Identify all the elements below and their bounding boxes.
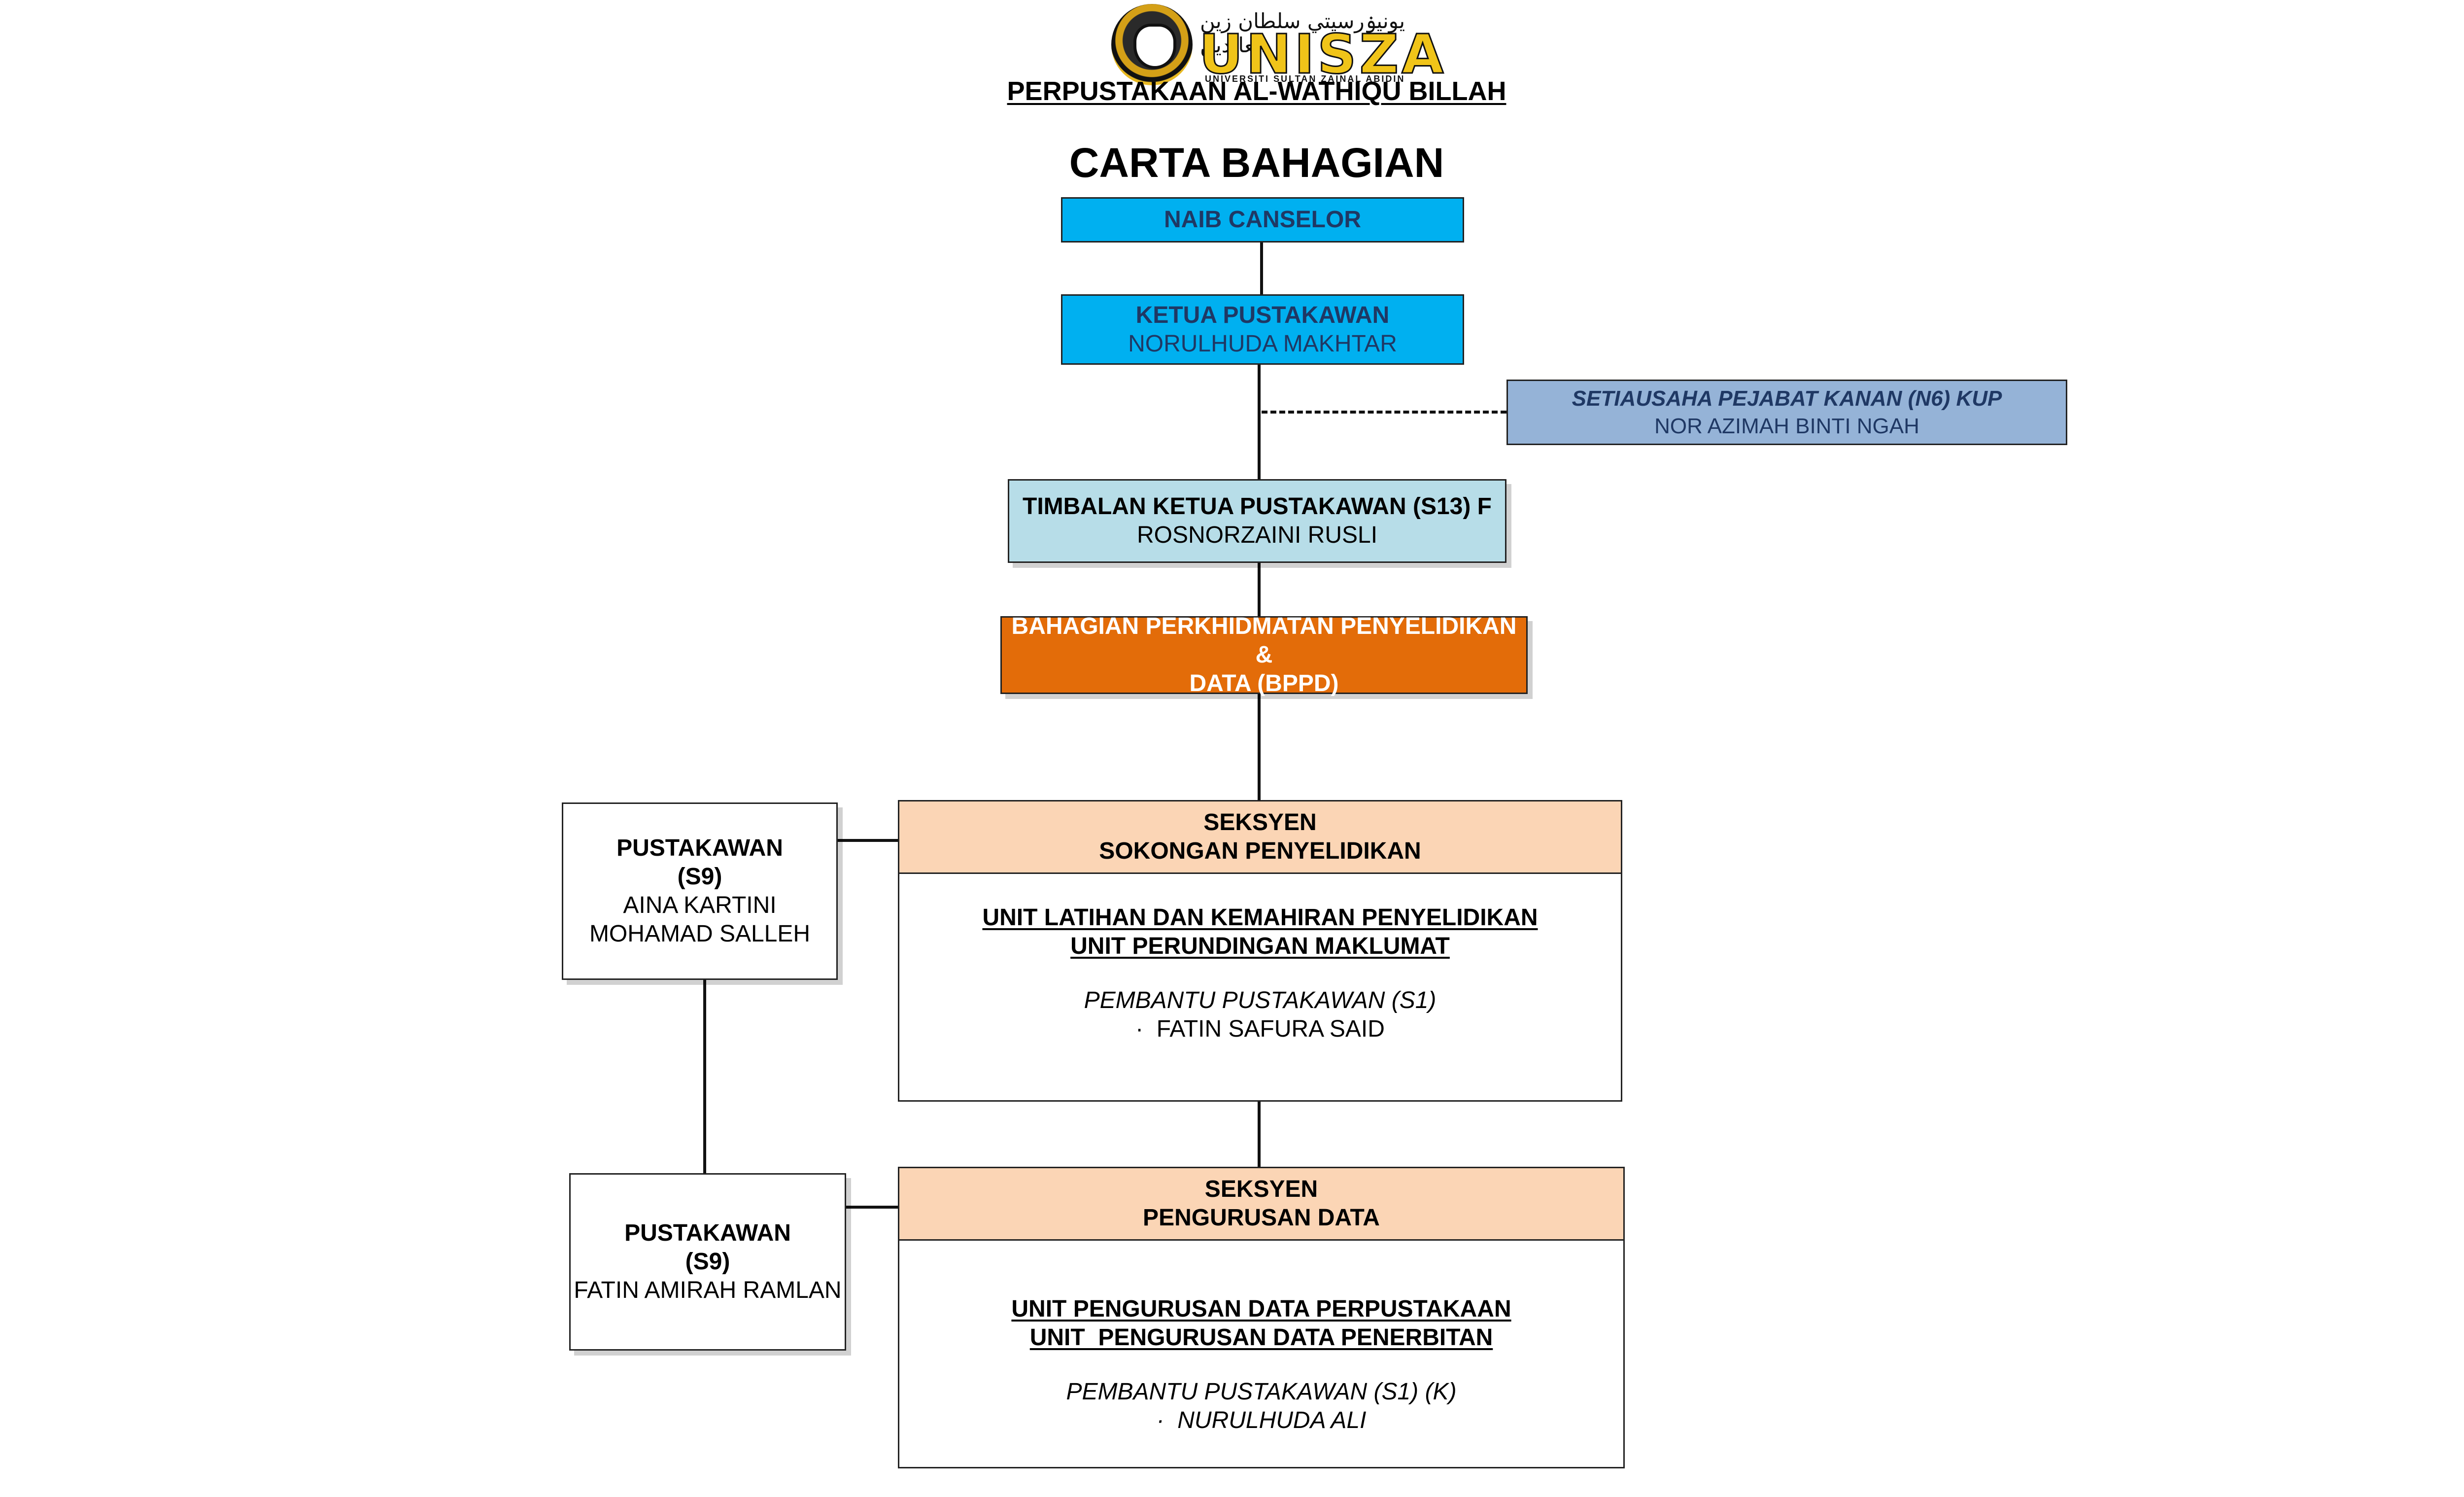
connector-timbalan-bahagian: [1258, 563, 1261, 616]
bahagian-line2: DATA (BPPD): [1189, 670, 1339, 696]
node-ketua-pustakawan: KETUA PUSTAKAWAN NORULHUDA MAKHTAR: [1061, 294, 1464, 365]
node-bahagian-bppd: BAHAGIAN PERKHIDMATAN PENYELIDIKAN & DAT…: [1000, 613, 1528, 696]
connector-pustakawan2-seksyen2: [846, 1206, 898, 1209]
ketua-role: KETUA PUSTAKAWAN: [1135, 302, 1390, 328]
section1-header: SEKSYEN SOKONGAN PENYELIDIKAN: [899, 801, 1621, 874]
section1-unit-1: UNIT LATIHAN DAN KEMAHIRAN PENYELIDIKAN: [982, 905, 1538, 931]
pustakawan1-role: PUSTAKAWAN: [616, 835, 783, 861]
connector-seksyen1-seksyen2: [1258, 1102, 1261, 1167]
section1-staff: · FATIN SAFURA SAID: [899, 1015, 1621, 1044]
bahagian-line1: BAHAGIAN PERKHIDMATAN PENYELIDIKAN &: [1011, 613, 1517, 668]
connector-ketua-timbalan: [1258, 365, 1261, 479]
node-pustakawan-1: PUSTAKAWAN (S9) AINA KARTINI MOHAMAD SAL…: [562, 802, 838, 980]
unisza-logo: يونيۏرسيتي سلطان زين العابدين UNISZA UNI…: [1111, 0, 1444, 89]
section-sokongan-penyelidikan: SEKSYEN SOKONGAN PENYELIDIKAN UNIT LATIH…: [898, 800, 1622, 1102]
node-naib-canselor: NAIB CANSELOR: [1061, 197, 1464, 243]
section1-unit-2: UNIT PERUNDINGAN MAKLUMAT: [1070, 933, 1450, 959]
connector-pustakawan1-seksyen1: [838, 839, 898, 842]
section2-staff-name: NURULHUDA ALI: [1177, 1407, 1367, 1433]
connector-pustakawan1-pustakawan2: [703, 980, 706, 1173]
page-title: CARTA BAHAGIAN: [1069, 139, 1444, 186]
node-timbalan-ketua: TIMBALAN KETUA PUSTAKAWAN (S13) F ROSNOR…: [1008, 479, 1506, 563]
library-name: PERPUSTAKAAN AL-WATHIQU BILLAH: [1007, 76, 1506, 106]
section2-title1: SEKSYEN: [1204, 1176, 1318, 1202]
bullet-icon: ·: [1156, 1407, 1164, 1433]
section2-staff: · NURULHUDA ALI: [899, 1406, 1623, 1435]
pustakawan2-role: PUSTAKAWAN: [624, 1220, 791, 1246]
section1-title2: SOKONGAN PENYELIDIKAN: [1099, 838, 1421, 864]
pustakawan2-name: FATIN AMIRAH RAMLAN: [574, 1277, 842, 1303]
section2-header: SEKSYEN PENGURUSAN DATA: [899, 1168, 1623, 1241]
section-pengurusan-data: SEKSYEN PENGURUSAN DATA UNIT PENGURUSAN …: [898, 1167, 1625, 1468]
pustakawan1-grade: (S9): [677, 864, 722, 890]
connector-vc-ketua: [1260, 243, 1263, 294]
connector-dashed-setiausaha: [1262, 411, 1506, 414]
logo-jawi-text: يونيۏرسيتي سلطان زين العابدين: [1200, 9, 1405, 57]
section1-staff-role: PEMBANTU PUSTAKAWAN (S1): [1084, 987, 1437, 1013]
node-pustakawan-2: PUSTAKAWAN (S9) FATIN AMIRAH RAMLAN: [569, 1173, 846, 1351]
section2-unit-2: UNIT PENGURUSAN DATA PENERBITAN: [1029, 1324, 1493, 1351]
node-setiausaha: SETIAUSAHA PEJABAT KANAN (N6) KUP NOR AZ…: [1506, 380, 2067, 445]
pustakawan1-name2: MOHAMAD SALLEH: [589, 921, 811, 947]
timbalan-role: TIMBALAN KETUA PUSTAKAWAN (S13) F: [1023, 493, 1492, 520]
pustakawan2-grade: (S9): [685, 1249, 730, 1275]
ketua-name: NORULHUDA MAKHTAR: [1128, 330, 1397, 357]
connector-bahagian-seksyen1: [1258, 694, 1261, 800]
section2-staff-role: PEMBANTU PUSTAKAWAN (S1) (K): [1066, 1379, 1457, 1405]
section2-unit-1: UNIT PENGURUSAN DATA PERPUSTAKAAN: [1011, 1296, 1511, 1322]
section2-title2: PENGURUSAN DATA: [1143, 1205, 1380, 1231]
pustakawan1-name1: AINA KARTINI: [623, 892, 777, 918]
section1-body: UNIT LATIHAN DAN KEMAHIRAN PENYELIDIKAN …: [899, 874, 1621, 1044]
university-crest-icon: [1111, 4, 1193, 85]
setiausaha-role: SETIAUSAHA PEJABAT KANAN (N6) KUP: [1572, 386, 2002, 411]
setiausaha-name: NOR AZIMAH BINTI NGAH: [1654, 414, 1919, 438]
logo-wordmark: UNISZA: [1198, 23, 1447, 86]
section2-body: UNIT PENGURUSAN DATA PERPUSTAKAAN UNIT P…: [899, 1241, 1623, 1435]
section1-staff-name: FATIN SAFURA SAID: [1156, 1016, 1385, 1042]
logo-tagline: UNIVERSITI SULTAN ZAINAL ABIDIN: [1205, 74, 1405, 84]
timbalan-name: ROSNORZAINI RUSLI: [1136, 522, 1378, 548]
section1-title1: SEKSYEN: [1203, 809, 1317, 836]
bullet-icon: ·: [1135, 1016, 1144, 1042]
